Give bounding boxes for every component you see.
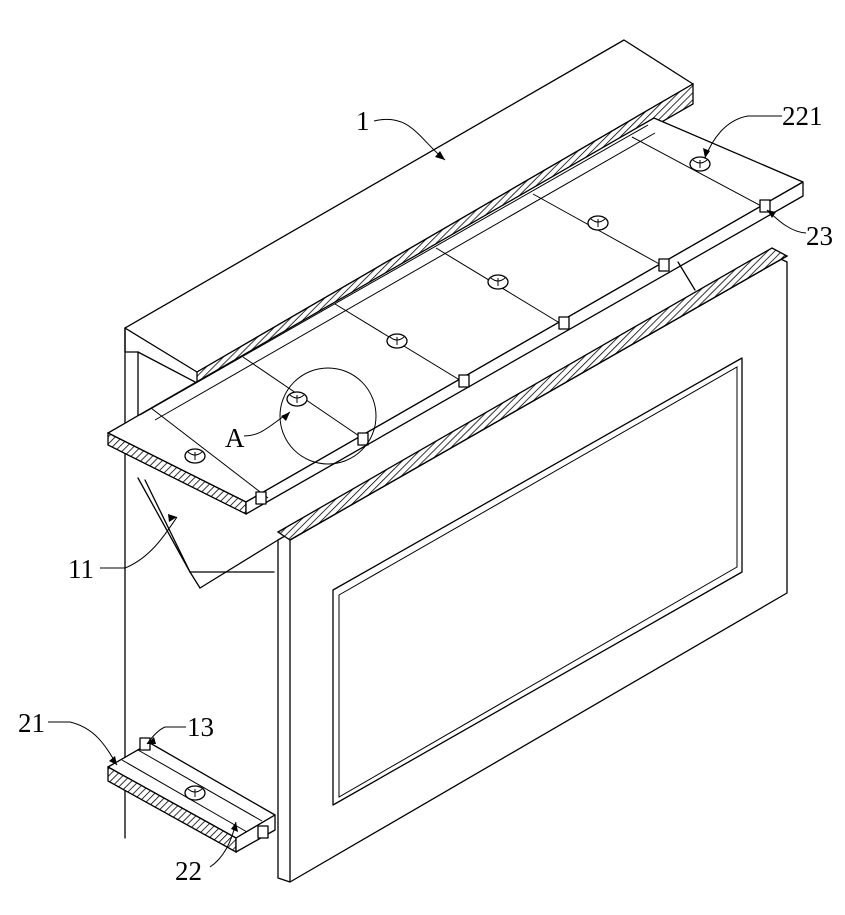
label-inner-cavity: 11 bbox=[68, 554, 94, 584]
detail-circle-a bbox=[279, 367, 377, 465]
screw-hole-4 bbox=[487, 274, 509, 290]
label-detail-a: A bbox=[225, 423, 245, 453]
screw-hole-6 bbox=[689, 156, 711, 172]
label-pin: 23 bbox=[806, 221, 833, 251]
screw-holes bbox=[184, 156, 711, 464]
front-panel bbox=[276, 247, 789, 883]
lower-slide-plate bbox=[107, 737, 276, 854]
label-slide-strip: 22 bbox=[175, 856, 202, 886]
label-lower-plate: 21 bbox=[18, 708, 45, 738]
screw-hole-3 bbox=[386, 333, 408, 349]
label-main-body: 1 bbox=[356, 106, 370, 136]
screw-hole-lower bbox=[184, 785, 206, 801]
label-slot: 13 bbox=[187, 712, 214, 742]
arrowheads bbox=[109, 148, 776, 832]
label-screw-hole: 221 bbox=[782, 101, 823, 131]
inner-cavity bbox=[144, 479, 279, 589]
screw-hole-2 bbox=[286, 391, 308, 407]
screw-hole-1 bbox=[184, 448, 206, 464]
screw-hole-5 bbox=[587, 215, 609, 231]
pins bbox=[255, 199, 771, 505]
